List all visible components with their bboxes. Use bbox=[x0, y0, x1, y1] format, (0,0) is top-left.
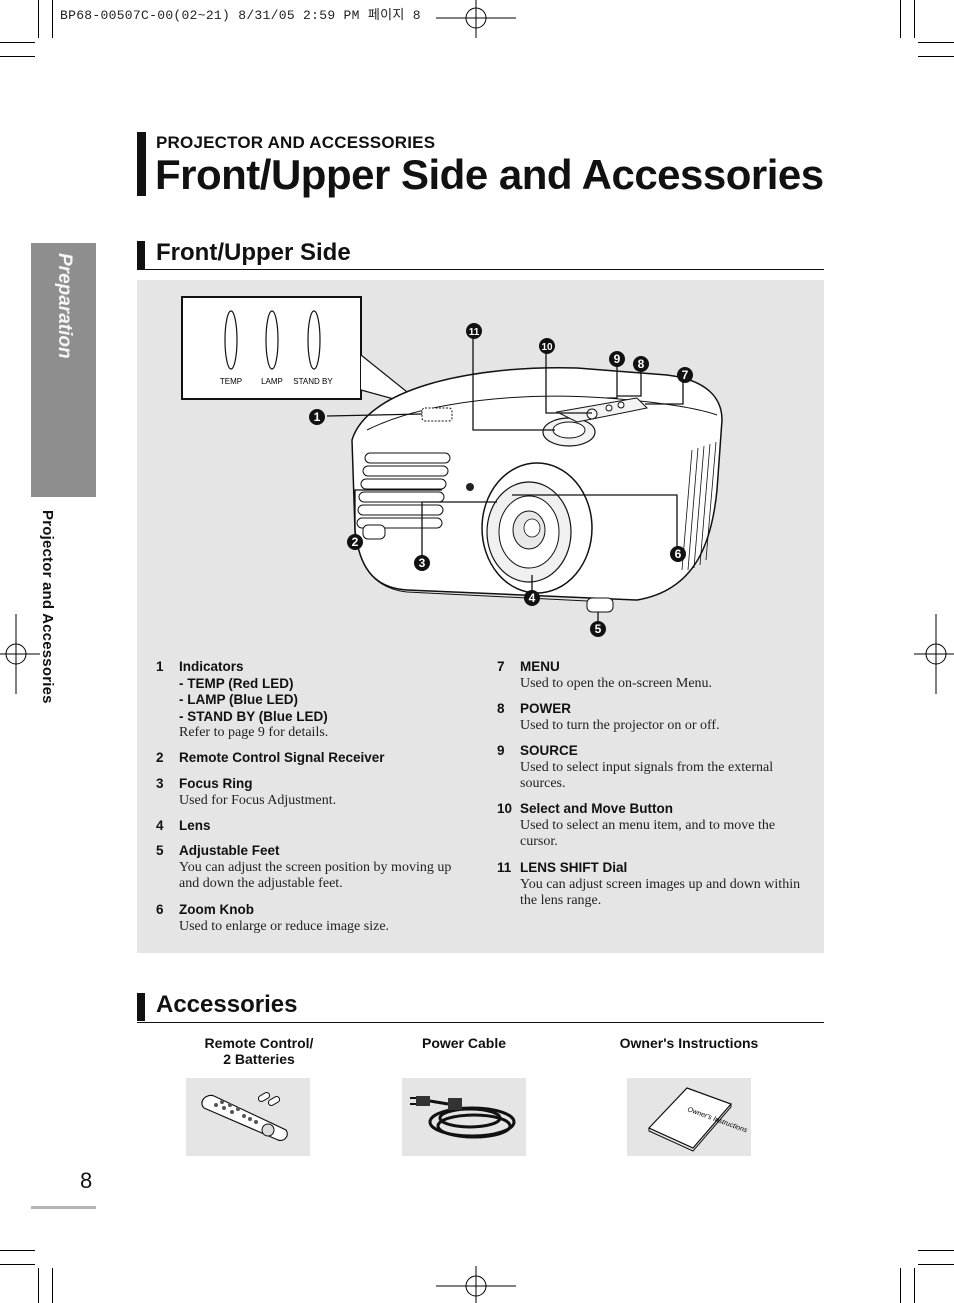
item-name: Adjustable Feet bbox=[179, 843, 280, 858]
item-sub: - STAND BY (Blue LED) bbox=[179, 708, 328, 724]
section-heading-accessories: Accessories bbox=[156, 991, 298, 1018]
callout-7 bbox=[677, 367, 693, 383]
projector-diagram: TEMP LAMP STAND BY bbox=[181, 296, 723, 637]
item-name: LENS SHIFT Dial bbox=[520, 860, 628, 875]
svg-text:9: 9 bbox=[614, 352, 621, 366]
item-desc: You can adjust the screen position by mo… bbox=[179, 859, 452, 892]
item-desc: Used to select an menu item, and to move… bbox=[520, 817, 776, 850]
svg-text:1: 1 bbox=[314, 410, 321, 424]
accessory-label-remote: Remote Control/ 2 Batteries bbox=[204, 1035, 314, 1067]
accessory-label-manual: Owner's Instructions bbox=[619, 1035, 759, 1051]
item-name: Zoom Knob bbox=[179, 902, 254, 917]
callout-4 bbox=[524, 590, 540, 606]
front-vents-icon bbox=[356, 452, 451, 529]
adjustable-foot-right-icon bbox=[586, 597, 614, 613]
lamp-label: LAMP bbox=[261, 377, 283, 386]
callout-9 bbox=[609, 351, 625, 367]
svg-text:4: 4 bbox=[529, 591, 536, 605]
item-desc: Used to enlarge or reduce image size. bbox=[179, 918, 390, 934]
svg-text:11: 11 bbox=[469, 327, 480, 338]
registration-mark-bottom-icon bbox=[436, 1266, 516, 1303]
svg-text:5: 5 bbox=[595, 622, 602, 636]
item-desc: Used for Focus Adjustment. bbox=[179, 792, 337, 808]
print-header: BP68-00507C-00(02~21) 8/31/05 2:59 PM 페이… bbox=[60, 8, 421, 23]
svg-text:6: 6 bbox=[675, 547, 682, 561]
registration-mark-top-icon bbox=[436, 0, 516, 38]
item-name: MENU bbox=[520, 659, 560, 674]
registration-mark-left-icon bbox=[0, 614, 40, 694]
side-tab-label: Preparation bbox=[54, 253, 75, 359]
svg-text:2: 2 bbox=[352, 535, 359, 549]
item-desc: Used to select input signals from the ex… bbox=[520, 759, 774, 792]
section-heading-front: Front/Upper Side bbox=[156, 239, 351, 266]
accessory-image-remote bbox=[186, 1078, 310, 1156]
title-kicker: PROJECTOR AND ACCESSORIES bbox=[156, 133, 436, 152]
section-bar bbox=[137, 241, 145, 269]
svg-text:3: 3 bbox=[419, 556, 426, 570]
adjustable-foot-left-icon bbox=[362, 524, 386, 540]
item-name: Remote Control Signal Receiver bbox=[179, 750, 385, 765]
item-name: POWER bbox=[520, 701, 572, 716]
item-sub: - TEMP (Red LED) bbox=[179, 675, 294, 691]
section-rule bbox=[137, 269, 824, 270]
callout-6 bbox=[670, 546, 686, 562]
side-tab: Preparation bbox=[31, 243, 96, 497]
accessory-image-manual: Owner's Instructions bbox=[627, 1078, 751, 1156]
accessory-image-cable bbox=[402, 1078, 526, 1156]
item-name: Focus Ring bbox=[179, 776, 253, 791]
temp-led-icon bbox=[224, 310, 238, 370]
callout-10 bbox=[539, 338, 555, 354]
power-cable-icon bbox=[410, 1096, 516, 1139]
lamp-led-icon bbox=[265, 310, 279, 370]
remote-control-icon bbox=[201, 1092, 288, 1141]
accessory-label-cable: Power Cable bbox=[421, 1035, 507, 1051]
item-desc: Refer to page 9 for details. bbox=[179, 725, 329, 740]
callout-8 bbox=[633, 356, 649, 372]
side-vents-icon bbox=[681, 441, 717, 571]
item-name: Select and Move Button bbox=[520, 801, 674, 816]
temp-label: TEMP bbox=[220, 377, 242, 386]
item-name: Indicators bbox=[179, 659, 244, 674]
title-bar bbox=[137, 132, 146, 196]
item-name: Lens bbox=[179, 818, 211, 833]
side-sub-label: Projector and Accessories bbox=[39, 510, 56, 704]
page-number-rule bbox=[31, 1206, 96, 1209]
section-rule bbox=[137, 1022, 824, 1023]
item-desc: You can adjust screen images up and down… bbox=[520, 876, 801, 909]
callout-1 bbox=[309, 409, 325, 425]
callout-2 bbox=[347, 534, 363, 550]
svg-text:7: 7 bbox=[682, 368, 689, 382]
registration-mark-right-icon bbox=[914, 614, 954, 694]
item-desc: Used to open the on-screen Menu. bbox=[520, 675, 713, 691]
item-sub: - LAMP (Blue LED) bbox=[179, 692, 298, 707]
svg-text:8: 8 bbox=[638, 357, 645, 371]
section-bar bbox=[137, 993, 145, 1021]
indicator-lights-icon bbox=[421, 407, 453, 422]
remote-receiver-icon bbox=[466, 483, 474, 491]
standby-led-icon bbox=[307, 310, 321, 370]
control-panel-icon bbox=[555, 397, 649, 423]
callout-11 bbox=[466, 323, 482, 339]
svg-text:10: 10 bbox=[541, 342, 553, 353]
item-name: SOURCE bbox=[520, 743, 578, 758]
standby-label: STAND BY bbox=[293, 377, 333, 386]
callout-3 bbox=[414, 555, 430, 571]
page-title: Front/Upper Side and Accessories bbox=[155, 151, 824, 198]
page-number: 8 bbox=[80, 1168, 93, 1193]
item-desc: Used to turn the projector on or off. bbox=[520, 717, 720, 733]
manual-booklet-icon: Owner's Instructions bbox=[647, 1087, 749, 1152]
callout-5 bbox=[590, 621, 606, 637]
